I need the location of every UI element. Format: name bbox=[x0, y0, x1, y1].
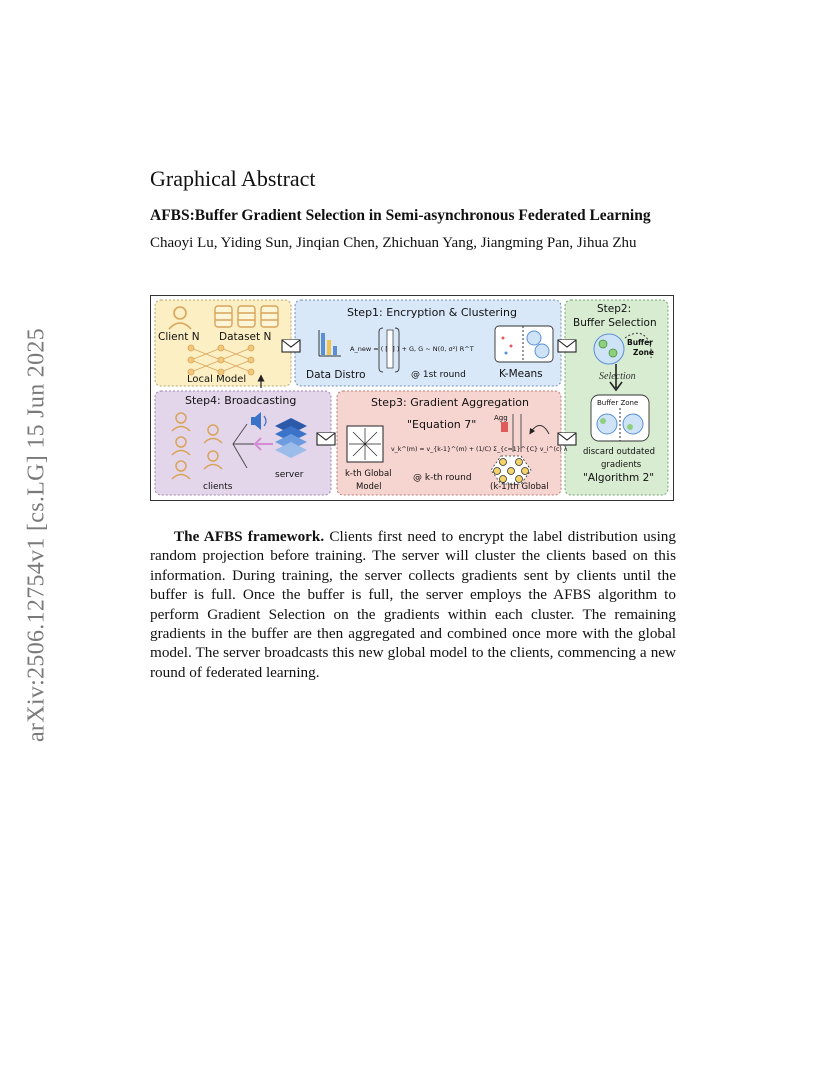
agg-bars-icon bbox=[501, 414, 522, 452]
discard-line1: discard outdated bbox=[583, 447, 655, 457]
clients-label: clients bbox=[203, 482, 233, 492]
framework-diagram: Client N Dataset N Local Model Step1: En… bbox=[154, 299, 669, 496]
arxiv-id: arXiv:2506.12754v1 [cs.LG] 15 Jun 2025 bbox=[23, 327, 50, 743]
equation-label: "Equation 7" bbox=[407, 418, 476, 431]
envelope-icon bbox=[557, 432, 577, 446]
server-icon bbox=[275, 418, 307, 458]
local-model-network bbox=[187, 344, 255, 376]
update-formula: v_k^(m) = v_{k-1}^(m) + (1/C) Σ_{c=1}^{C… bbox=[391, 446, 568, 453]
clients-group-icon bbox=[171, 412, 223, 480]
speaker-icon bbox=[251, 412, 267, 430]
k1-global-model-icon bbox=[490, 455, 532, 485]
k1-global-label: (k-1)th Global bbox=[490, 482, 549, 492]
envelope-icon bbox=[557, 339, 577, 353]
buffer-zone-icon bbox=[593, 332, 652, 365]
step4-panel bbox=[154, 390, 332, 496]
database-icon bbox=[214, 305, 279, 328]
arxiv-stamp: arXiv:2506.12754v1 [cs.LG] 15 Jun 2025 bbox=[12, 300, 62, 770]
discard-line2: gradients bbox=[601, 460, 642, 470]
agg-arrow bbox=[529, 425, 550, 435]
data-distro-label: Data Distro bbox=[306, 369, 366, 381]
anew-formula: A_new = ( [A] ) + G, G ~ N(0, σ²) R^T bbox=[350, 345, 474, 353]
agg-label: Agg bbox=[494, 414, 508, 422]
envelope-icon bbox=[281, 339, 301, 353]
kth-global-model-icon bbox=[346, 425, 384, 463]
author-list: Chaoyi Lu, Yiding Sun, Jinqian Chen, Zhi… bbox=[150, 235, 637, 251]
filtered-buffer-icon bbox=[590, 394, 650, 442]
zone-label: Zone bbox=[633, 348, 654, 357]
section-heading: Graphical Abstract bbox=[150, 166, 316, 191]
step3-title: Step3: Gradient Aggregation bbox=[371, 396, 529, 409]
client-label: Client N bbox=[158, 331, 200, 343]
graphical-abstract-figure: Client N Dataset N Local Model Step1: En… bbox=[150, 295, 674, 501]
paper-title: AFBS:Buffer Gradient Selection in Semi-a… bbox=[150, 207, 651, 224]
kth-global-line1: k-th Global bbox=[345, 469, 392, 479]
kth-round-label: @ k-th round bbox=[413, 473, 472, 483]
algorithm-label: "Algorithm 2" bbox=[583, 472, 654, 484]
first-round-label: @ 1st round bbox=[411, 370, 466, 380]
selection-label: Selection bbox=[599, 371, 636, 382]
step1-title: Step1: Encryption & Clustering bbox=[347, 306, 517, 319]
matrix-bracket bbox=[378, 327, 400, 373]
buffer-label: Buffer bbox=[627, 338, 653, 347]
client-icon bbox=[168, 306, 192, 330]
buffer-zone-label: Buffer Zone bbox=[597, 399, 638, 407]
step2-title-line1: Step2: bbox=[597, 303, 631, 315]
caption-lead: The AFBS framework. bbox=[174, 528, 325, 545]
kmeans-cluster-icon bbox=[494, 325, 554, 363]
data-distro-chart-icon bbox=[318, 330, 341, 357]
step2-title-line2: Buffer Selection bbox=[573, 317, 657, 329]
selection-arrow bbox=[609, 364, 623, 392]
figure-caption: The AFBS framework. Clients first need t… bbox=[150, 527, 676, 682]
broadcast-arrow bbox=[253, 437, 273, 451]
kth-global-line2: Model bbox=[356, 482, 382, 492]
kmeans-label: K-Means bbox=[499, 368, 543, 380]
envelope-icon bbox=[316, 432, 336, 446]
caption-body: Clients first need to encrypt the label … bbox=[150, 528, 676, 681]
client-panel bbox=[154, 299, 292, 387]
local-model-label: Local Model bbox=[187, 374, 246, 385]
server-label: server bbox=[275, 470, 304, 480]
dataset-label: Dataset N bbox=[219, 331, 271, 343]
step4-title: Step4: Broadcasting bbox=[185, 394, 296, 407]
